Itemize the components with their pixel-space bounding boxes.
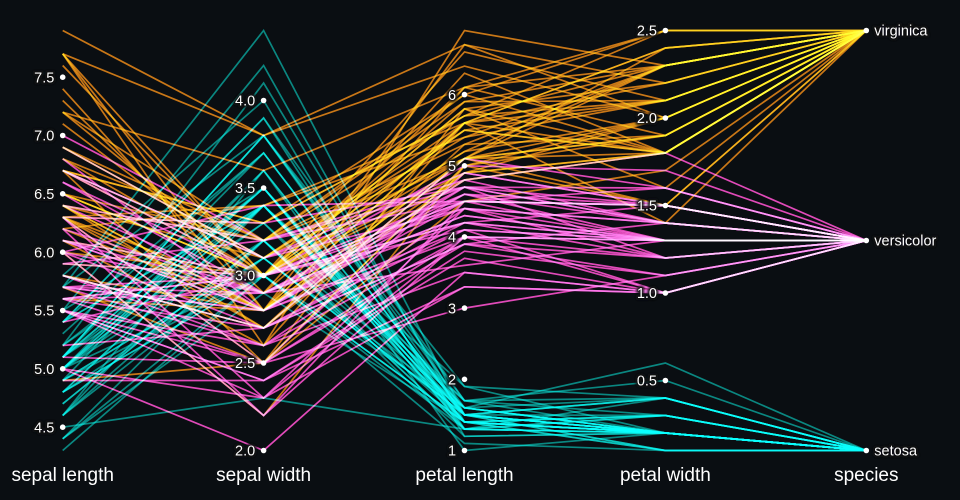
svg-text:6.5: 6.5 [34,187,54,203]
svg-text:2.5: 2.5 [235,356,255,372]
svg-text:setosa: setosa [874,444,918,460]
svg-text:2: 2 [448,373,456,389]
svg-text:7.5: 7.5 [34,70,54,86]
svg-text:4.0: 4.0 [235,94,255,110]
svg-text:1.0: 1.0 [637,286,657,302]
svg-text:2.0: 2.0 [235,444,255,460]
svg-text:4: 4 [448,230,456,246]
svg-text:sepal length: sepal length [11,465,113,486]
svg-text:6: 6 [448,88,456,104]
svg-text:7.5: 7.5 [34,70,54,86]
svg-text:5: 5 [448,159,456,175]
svg-text:versicolor: versicolor [874,234,936,250]
svg-text:6.0: 6.0 [34,245,54,261]
svg-text:5.5: 5.5 [34,304,54,320]
svg-text:petal width: petal width [620,465,711,486]
svg-text:5.0: 5.0 [34,362,54,378]
svg-text:virginica: virginica [874,24,928,40]
svg-text:5.0: 5.0 [34,362,54,378]
svg-text:species: species [834,465,898,486]
svg-text:3.5: 3.5 [235,181,255,197]
svg-text:0.5: 0.5 [637,374,657,390]
svg-text:3: 3 [448,301,456,317]
svg-text:7.0: 7.0 [34,129,54,145]
svg-text:2.5: 2.5 [235,356,255,372]
svg-text:versicolor: versicolor [874,234,936,250]
svg-text:4.0: 4.0 [235,94,255,110]
svg-text:setosa: setosa [874,444,918,460]
svg-text:2.0: 2.0 [235,444,255,460]
svg-text:virginica: virginica [874,24,928,40]
svg-text:sepal width: sepal width [216,465,311,486]
svg-text:7.0: 7.0 [34,129,54,145]
svg-text:3.5: 3.5 [235,181,255,197]
svg-text:5.5: 5.5 [34,304,54,320]
svg-text:2: 2 [448,373,456,389]
svg-text:6.5: 6.5 [34,187,54,203]
svg-text:2.0: 2.0 [637,111,657,127]
svg-text:3: 3 [448,301,456,317]
svg-text:4: 4 [448,230,456,246]
svg-text:4.5: 4.5 [34,420,54,436]
svg-text:1.5: 1.5 [637,199,657,215]
svg-text:1.5: 1.5 [637,199,657,215]
svg-text:4.5: 4.5 [34,420,54,436]
svg-text:2.5: 2.5 [637,24,657,40]
svg-text:3.0: 3.0 [235,269,255,285]
svg-text:petal length: petal length [415,465,513,486]
svg-text:6.0: 6.0 [34,245,54,261]
svg-text:2.0: 2.0 [637,111,657,127]
svg-text:6: 6 [448,88,456,104]
svg-text:2.5: 2.5 [637,24,657,40]
svg-text:1: 1 [448,444,456,460]
svg-text:0.5: 0.5 [637,374,657,390]
svg-text:1.0: 1.0 [637,286,657,302]
svg-text:1: 1 [448,444,456,460]
svg-text:5: 5 [448,159,456,175]
svg-text:3.0: 3.0 [235,269,255,285]
